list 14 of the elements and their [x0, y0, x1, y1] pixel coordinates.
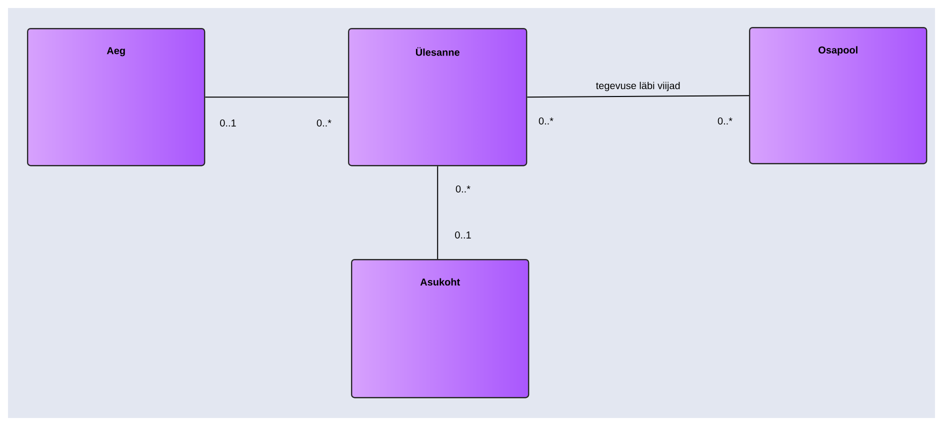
association-line — [526, 95, 750, 98]
class-box: Aeg — [27, 28, 206, 166]
multiplicity-label: 0..* — [538, 117, 554, 125]
multiplicity-label: 0..1 — [220, 119, 236, 127]
multiplicity-label: 0..1 — [455, 231, 471, 239]
association-line — [204, 96, 348, 98]
class-box: Ülesanne — [348, 28, 528, 166]
association-line — [437, 166, 438, 260]
multiplicity-label: 0..* — [456, 185, 470, 193]
multiplicity-label: 0..* — [718, 117, 732, 125]
class-box: Osapool — [749, 27, 928, 164]
class-box: Asukoht — [351, 259, 530, 398]
multiplicity-label: 0..* — [316, 119, 332, 127]
edge-label: tegevuse läbi viijad — [594, 80, 682, 92]
